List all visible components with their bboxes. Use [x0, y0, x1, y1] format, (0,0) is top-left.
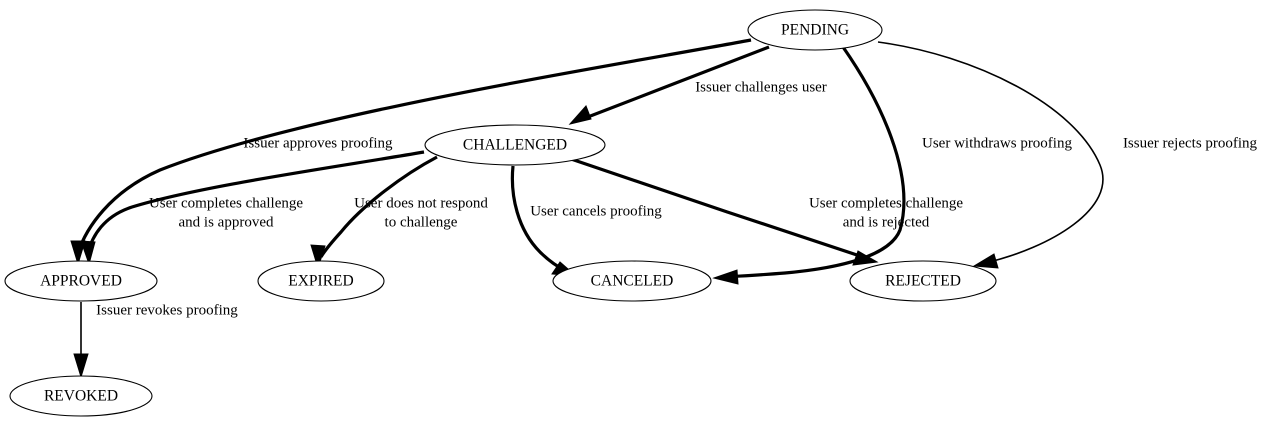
edge-label-challenged-approved: User completes challenge and is approved [149, 195, 303, 230]
edge-label-challenged-approved-line2: and is approved [179, 214, 274, 230]
node-revoked-ellipse[interactable] [9, 375, 153, 417]
edge-label-pending-rejected: Issuer rejects proofing [1123, 135, 1258, 151]
node-expired[interactable]: EXPIRED [257, 260, 385, 302]
edge-pending-approved-path [76, 38, 752, 254]
node-canceled-label: CANCELED [591, 273, 674, 290]
node-challenged[interactable]: CHALLENGED [424, 124, 606, 166]
node-pending[interactable]: PENDING [747, 9, 883, 51]
edge-label-challenged-rejected-line2: and is rejected [843, 214, 930, 230]
node-rejected-label: REJECTED [885, 273, 961, 290]
node-canceled-ellipse[interactable] [552, 260, 712, 302]
edge-pending-approved [70, 38, 752, 266]
node-pending-label: PENDING [781, 22, 849, 39]
edge-approved-revoked [73, 302, 89, 379]
node-expired-ellipse[interactable] [257, 260, 385, 302]
edge-challenged-expired-path [319, 155, 438, 258]
edge-pending-challenged-path [579, 45, 770, 122]
edge-label-pending-challenged: Issuer challenges user [695, 79, 827, 95]
edge-label-pending-approved: Issuer approves proofing [243, 135, 393, 151]
edge-challenged-expired-arrowhead [310, 244, 326, 270]
edge-label-challenged-canceled: User cancels proofing [530, 203, 662, 219]
edge-challenged-approved [80, 150, 425, 266]
edge-label-challenged-expired-line1: User does not respond [354, 195, 488, 211]
edge-challenged-canceled [510, 165, 578, 277]
edge-pending-approved-arrowhead [70, 240, 86, 266]
edge-label-challenged-expired-line2: to challenge [385, 214, 458, 230]
edge-pending-rejected [877, 41, 1104, 269]
edge-label-pending-canceled: User withdraws proofing [922, 135, 1072, 151]
node-approved-ellipse[interactable] [4, 260, 158, 302]
node-canceled[interactable]: CANCELED [552, 260, 712, 302]
node-expired-label: EXPIRED [288, 273, 353, 290]
edge-label-approved-revoked: Issuer revokes proofing [96, 302, 238, 318]
edge-label-challenged-rejected: User completes challenge and is rejected [809, 195, 963, 230]
edge-pending-challenged [568, 45, 770, 125]
node-challenged-label: CHALLENGED [463, 137, 567, 154]
edge-challenged-approved-arrowhead [80, 240, 96, 266]
edge-approved-revoked-arrowhead [73, 353, 89, 379]
edge-label-challenged-rejected-line1: User completes challenge [809, 195, 963, 211]
edge-pending-rejected-arrowhead [972, 253, 999, 269]
edge-pending-canceled-path [724, 46, 906, 279]
node-rejected[interactable]: REJECTED [849, 260, 997, 302]
edge-label-challenged-expired: User does not respond to challenge [354, 195, 488, 230]
edge-challenged-expired [310, 155, 438, 270]
node-pending-ellipse[interactable] [747, 9, 883, 51]
node-approved[interactable]: APPROVED [4, 260, 158, 302]
node-rejected-ellipse[interactable] [849, 260, 997, 302]
edge-pending-rejected-path [877, 41, 1104, 264]
edge-pending-canceled-arrowhead [712, 269, 739, 285]
edge-challenged-approved-path [86, 150, 425, 254]
edge-pending-challenged-arrowhead [568, 105, 592, 125]
edge-challenged-rejected-path [570, 157, 867, 260]
node-revoked-label: REVOKED [44, 388, 118, 405]
node-approved-label: APPROVED [40, 273, 122, 290]
node-challenged-ellipse[interactable] [424, 124, 606, 166]
node-revoked[interactable]: REVOKED [9, 375, 153, 417]
edge-label-challenged-approved-line1: User completes challenge [149, 195, 303, 211]
edge-pending-canceled [712, 46, 906, 285]
